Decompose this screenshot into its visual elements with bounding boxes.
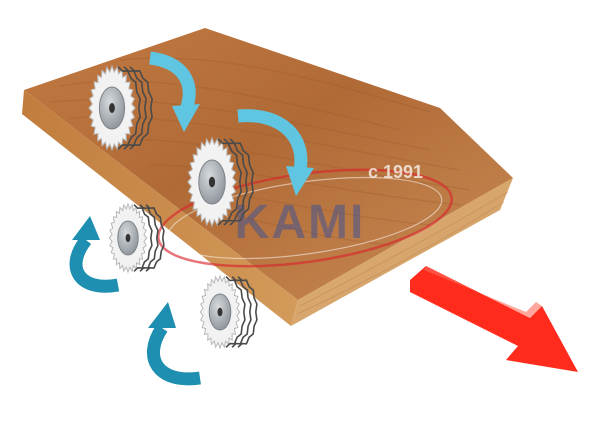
top-brush-2 bbox=[187, 136, 254, 228]
feed-direction-arrow bbox=[410, 266, 578, 372]
watermark-brand: KAMI bbox=[235, 196, 366, 249]
top-brush-1-ridges bbox=[117, 66, 153, 150]
rotation-arrow-bottom-1 bbox=[69, 216, 120, 293]
board-top-face bbox=[24, 28, 513, 300]
bottom-brush-1 bbox=[108, 202, 165, 274]
top-brush-2-ridges bbox=[217, 138, 254, 226]
top-brush-1 bbox=[88, 64, 153, 152]
board-end-edge bbox=[291, 178, 513, 326]
bottom-brush-1-ridges bbox=[133, 204, 165, 272]
watermark-year: c 1991 bbox=[368, 162, 423, 182]
top-brush-1-shaft bbox=[109, 103, 115, 113]
top-brush-2-shaft bbox=[208, 176, 216, 188]
rotation-arrow-top-1 bbox=[148, 51, 200, 132]
rotation-arrow-top-2 bbox=[237, 109, 314, 196]
bottom-brush-2-shaft bbox=[217, 307, 223, 317]
kami-watermark: KAMI c 1991 bbox=[157, 162, 453, 268]
rotation-arrow-bottom-2 bbox=[146, 302, 201, 386]
brush-group bbox=[88, 64, 258, 350]
bottom-brush-1-shaft bbox=[125, 233, 131, 243]
bottom-brush-2-ridges bbox=[225, 276, 258, 348]
bottom-brush-2 bbox=[199, 274, 258, 350]
